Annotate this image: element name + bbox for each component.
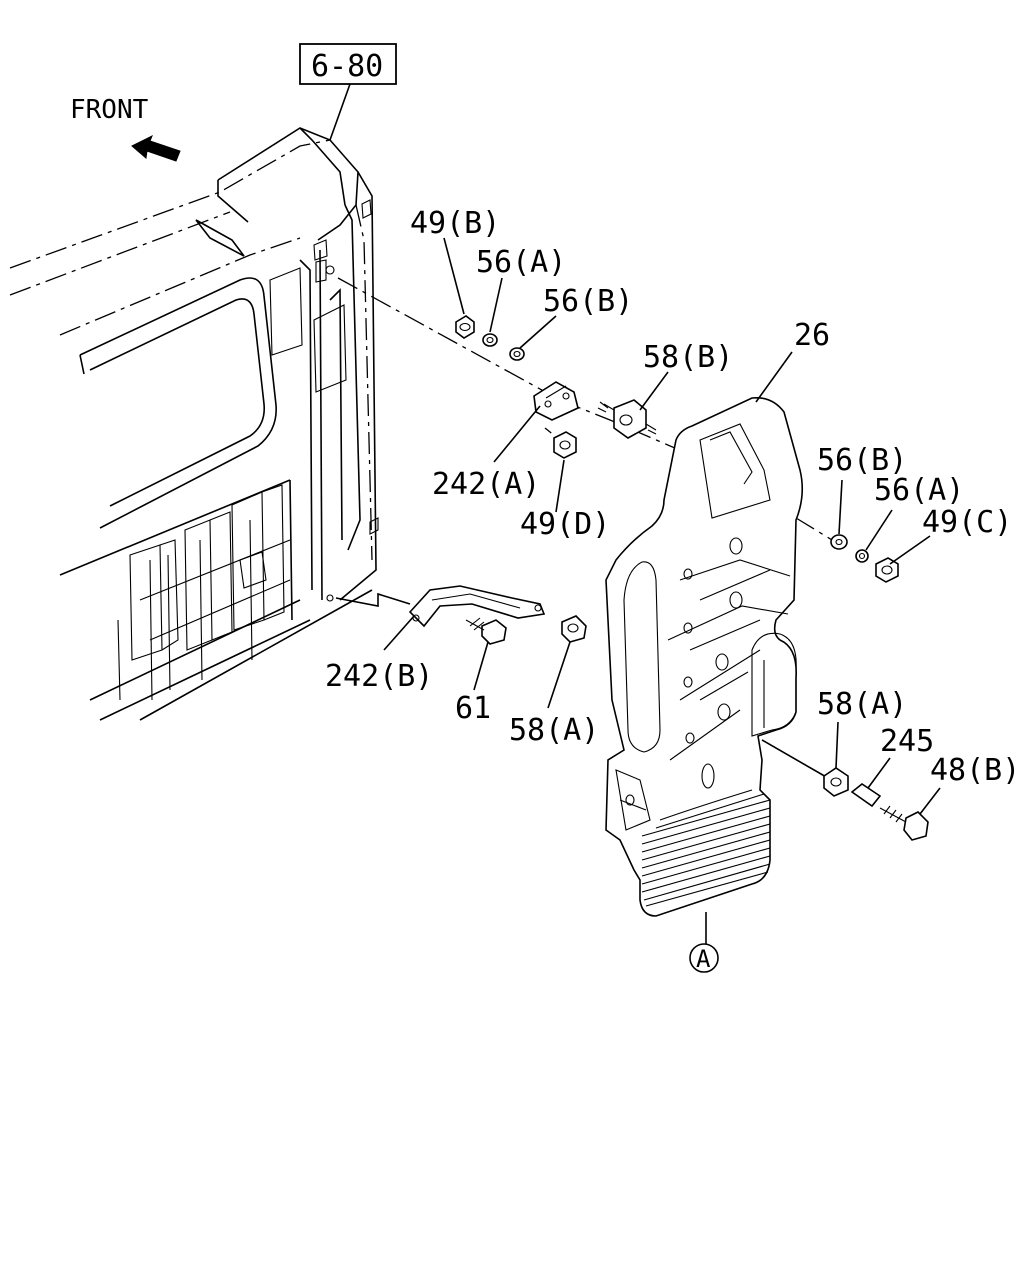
label-242b: 242(B) xyxy=(325,659,433,694)
label-58b: 58(B) xyxy=(643,340,733,375)
label-49b: 49(B) xyxy=(410,206,500,241)
label-245: 245 xyxy=(880,724,934,759)
air-duct-26 xyxy=(605,396,804,917)
nut-49c-icon xyxy=(875,557,899,583)
front-label: FRONT xyxy=(70,95,149,125)
label-48b: 48(B) xyxy=(930,753,1020,788)
label-242a: 242(A) xyxy=(432,467,540,502)
bolt-48b-icon xyxy=(879,805,929,841)
washer-56b-top-icon xyxy=(509,347,525,361)
label-61: 61 xyxy=(455,691,491,726)
label-56b-top: 56(B) xyxy=(543,284,633,319)
mount-58a-right-icon xyxy=(823,767,849,797)
mount-58b-icon xyxy=(597,399,657,439)
reference-box-label: 6-80 xyxy=(311,49,383,84)
reference-box[interactable]: 6-80 xyxy=(299,43,397,85)
left-arrow-icon xyxy=(131,134,181,162)
washer-56b-right-icon xyxy=(830,534,848,550)
leader-lines xyxy=(383,237,941,944)
label-58a-left: 58(A) xyxy=(509,713,599,748)
label-56a-right: 56(A) xyxy=(874,473,964,508)
label-49d: 49(D) xyxy=(520,507,610,542)
circle-a-label: A xyxy=(696,945,711,973)
reference-leader xyxy=(329,83,351,141)
collar-245-icon xyxy=(850,783,882,808)
mount-58a-left-icon xyxy=(561,615,587,643)
label-49c: 49(C) xyxy=(922,505,1012,540)
washer-56a-right-icon xyxy=(855,549,869,563)
bracket-242b-icon xyxy=(408,585,546,628)
nut-49b-icon xyxy=(455,315,475,339)
bolt-61-icon xyxy=(465,617,507,645)
label-58a-right: 58(A) xyxy=(817,687,907,722)
circle-a-marker[interactable]: A xyxy=(689,943,719,973)
washer-56a-top-icon xyxy=(482,333,498,347)
callout-labels: 49(B) 56(A) 56(B) 58(B) 26 242(A) 49(D) … xyxy=(325,206,1020,788)
label-26: 26 xyxy=(794,318,830,353)
label-56b-right: 56(B) xyxy=(817,443,907,478)
cab-body xyxy=(9,127,379,721)
nut-49d-icon xyxy=(553,431,577,459)
label-56a-top: 56(A) xyxy=(476,245,566,280)
bracket-242a-icon xyxy=(533,381,579,421)
